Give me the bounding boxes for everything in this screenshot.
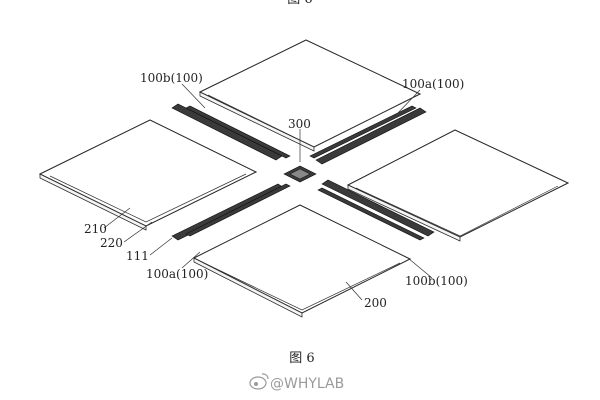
label-100b-bottom: 100b(100) [405, 274, 468, 288]
label-210: 210 [84, 222, 107, 236]
label-300: 300 [288, 117, 311, 131]
strip-100a-top [309, 105, 427, 165]
panel-right [346, 129, 570, 242]
label-111: 111 [126, 249, 149, 263]
top-figure-caption: 图 6 [287, 0, 312, 7]
label-200: 200 [364, 296, 387, 310]
strip-100a-bottom [171, 183, 291, 241]
strip-100b-bottom [317, 179, 435, 241]
strip-100b-top [171, 103, 291, 161]
label-100a-top: 100a(100) [402, 77, 464, 91]
weibo-icon [249, 373, 269, 390]
leader-lines [103, 83, 433, 301]
panel-left [38, 119, 258, 231]
watermark-text: @WHYLAB [270, 376, 344, 392]
weibo-watermark: @WHYLAB [249, 373, 344, 392]
center-chip-300 [283, 165, 317, 183]
figure-caption: 图 6 [289, 351, 314, 366]
label-220: 220 [100, 236, 123, 250]
label-100b-top: 100b(100) [140, 71, 203, 85]
panel-top [198, 39, 422, 152]
label-100a-bottom: 100a(100) [146, 267, 208, 281]
panel-bottom [192, 204, 412, 318]
